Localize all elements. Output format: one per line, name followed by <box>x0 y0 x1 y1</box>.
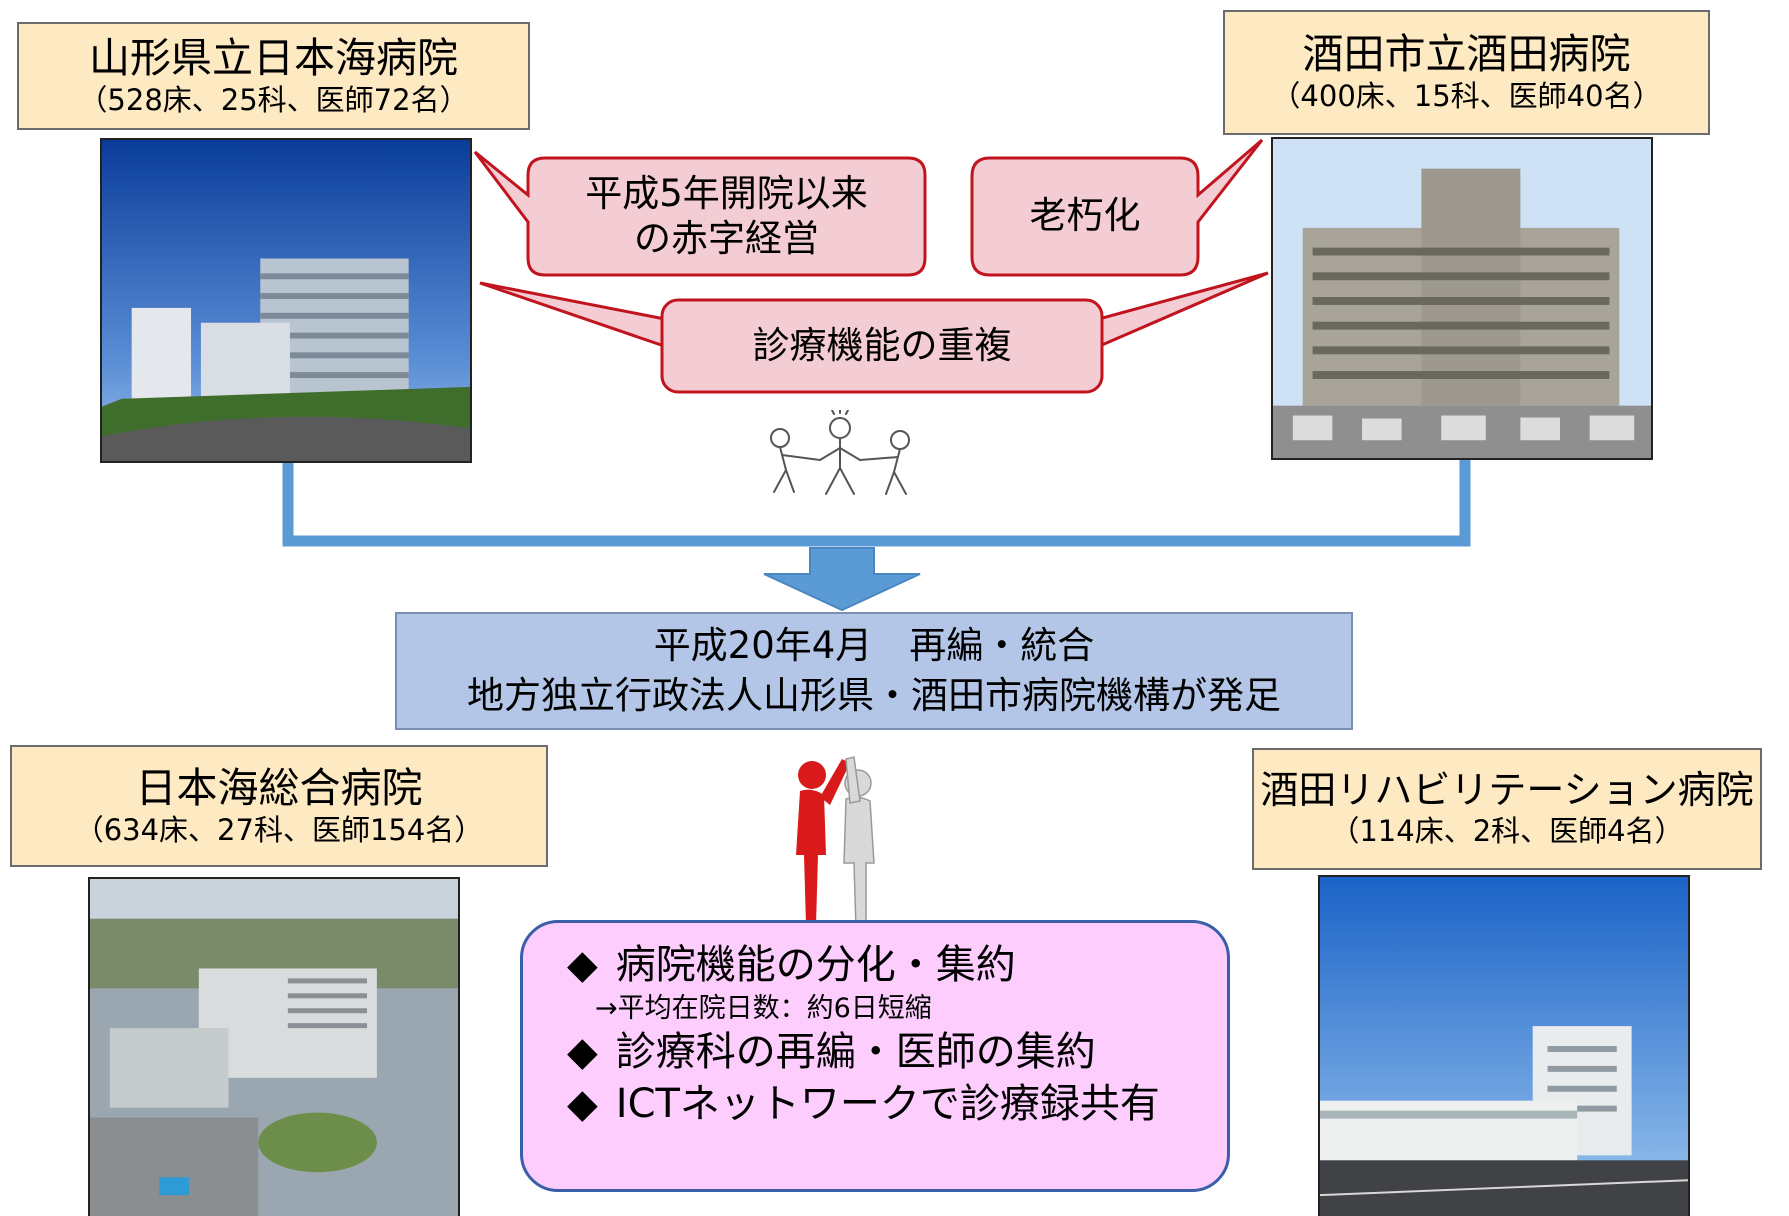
general-hospital-name: 日本海総合病院 <box>135 763 423 812</box>
diamond-bullet-icon: ◆ <box>567 1029 598 1076</box>
prefectural-hospital-stats: （528床、25科、医師72名） <box>78 82 469 117</box>
callout-overlap-right-wedge <box>1093 271 1269 351</box>
result-item-1-sub: →平均在院日数：約6日短縮 <box>595 993 932 1024</box>
photo-city-hospital <box>1271 137 1653 460</box>
merger-line2: 地方独立行政法人山形県・酒田市病院機構が発足 <box>467 674 1281 717</box>
city-hospital-name: 酒田市立酒田病院 <box>1302 30 1631 79</box>
merger-box: 平成20年4月 再編・統合 地方独立行政法人山形県・酒田市病院機構が発足 <box>395 612 1353 730</box>
label-prefectural-hospital: 山形県立日本海病院 （528床、25科、医師72名） <box>17 22 530 130</box>
result-item-1-text: 病院機能の分化・集約 <box>615 942 1016 988</box>
result-item-3-text: ICTネットワークで診療録共有 <box>615 1081 1160 1128</box>
label-rehab-hospital: 酒田リハビリテーション病院 （114床、2科、医師4名） <box>1252 748 1762 870</box>
label-general-hospital: 日本海総合病院 （634床、27科、医師154名） <box>10 745 548 867</box>
callout-overlap-shape <box>660 298 1104 394</box>
diamond-bullet-icon: ◆ <box>567 1081 598 1128</box>
callout-deficit-shape <box>473 150 927 277</box>
high-five-figures-icon <box>796 756 875 930</box>
rehab-hospital-name: 酒田リハビリテーション病院 <box>1260 768 1754 813</box>
merger-line1: 平成20年4月 再編・統合 <box>653 624 1095 668</box>
tug-of-war-figures-icon <box>770 410 910 495</box>
left-connector <box>282 458 1471 547</box>
photo-general-hospital <box>88 877 460 1216</box>
results-box: ◆病院機能の分化・集約 →平均在院日数：約6日短縮 ◆診療科の再編・医師の集約 … <box>520 920 1230 1192</box>
photo-rehab-hospital <box>1318 875 1690 1216</box>
label-city-hospital: 酒田市立酒田病院 （400床、15科、医師40名） <box>1223 10 1710 135</box>
down-arrow <box>763 547 921 612</box>
diamond-bullet-icon: ◆ <box>567 942 598 988</box>
photo-prefectural-hospital <box>100 138 472 463</box>
result-item-2: ◆ 診療科の再編・医師の集約 <box>567 1026 1227 1078</box>
rehab-hospital-stats: （114床、2科、医師4名） <box>1330 814 1684 849</box>
result-item-1: ◆ 病院機能の分化・集約 <box>567 939 1227 991</box>
result-item-2-text: 診療科の再編・医師の集約 <box>615 1029 1096 1076</box>
result-item-3: ◆ ICTネットワークで診療録共有 <box>567 1078 1227 1130</box>
callout-aging-shape <box>970 138 1264 277</box>
general-hospital-stats: （634床、27科、医師154名） <box>74 812 484 847</box>
prefectural-hospital-name: 山形県立日本海病院 <box>89 33 458 82</box>
callout-overlap-left-wedge <box>479 281 672 351</box>
city-hospital-stats: （400床、15科、医師40名） <box>1271 79 1662 114</box>
